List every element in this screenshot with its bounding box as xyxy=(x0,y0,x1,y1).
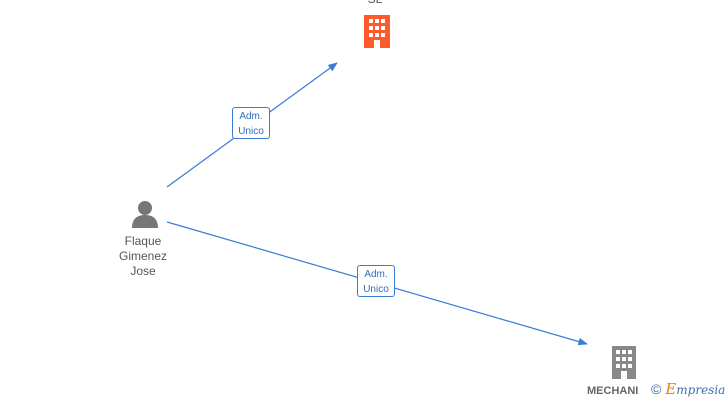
edge-label-line: Adm. xyxy=(239,111,263,122)
company-top-label[interactable]: SL xyxy=(340,0,410,7)
company-bottom-label[interactable]: MECHANI xyxy=(587,385,639,397)
person-name-line: Jose xyxy=(130,264,156,278)
edge-label-line: Unico xyxy=(363,284,389,295)
edge-label-adm-unico: Adm. Unico xyxy=(357,265,395,297)
person-name-label[interactable]: Flaque Gimenez Jose xyxy=(103,234,183,279)
brand-logo-text: mpresia xyxy=(676,383,726,397)
edge-label-adm-unico: Adm. Unico xyxy=(232,107,270,139)
person-icon[interactable] xyxy=(130,199,160,229)
person-name-line: Gimenez xyxy=(118,249,168,263)
empresia-watermark: ©Empresia xyxy=(651,380,725,400)
building-icon[interactable] xyxy=(610,346,638,379)
person-name-line: Flaque xyxy=(124,234,162,248)
edge-label-line: Adm. xyxy=(364,269,388,280)
building-icon[interactable] xyxy=(362,15,392,48)
brand-logo-initial: E xyxy=(665,380,677,398)
copyright-icon: © xyxy=(651,381,662,397)
edge-label-line: Unico xyxy=(238,126,264,137)
